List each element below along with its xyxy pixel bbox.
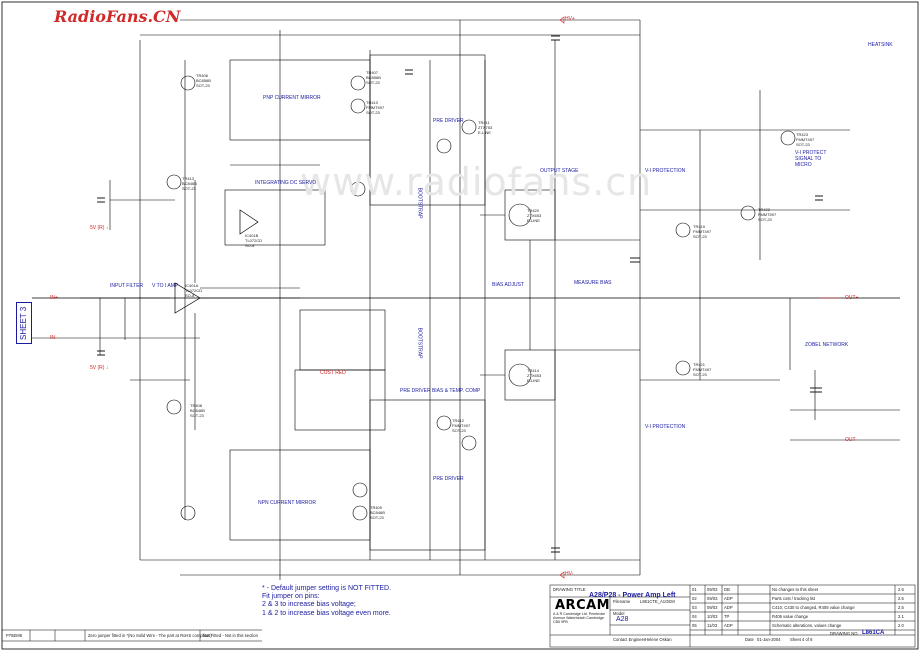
label-pnp-current-mirror: PNP CURRENT MIRROR: [263, 95, 321, 101]
sheet-value: 4 of 8: [802, 637, 813, 642]
rev-1-date: 09/03: [707, 596, 718, 601]
note-line-4: 1 & 2 to increase bias voltage even more…: [262, 609, 391, 617]
rev-4-desc: Schematic alterations, values change: [772, 623, 842, 628]
drawing-no-label: DRAWING NO.: [830, 631, 859, 636]
footer-note-2: Not Fitted - Not in this section: [203, 633, 258, 638]
tr408-label: TR408 BC846B SOT-23: [190, 403, 205, 418]
rev-2-ecn: 2.5: [898, 605, 904, 610]
tr411-label: TR411 ZTX753 E-LINE: [478, 120, 493, 135]
tr419-label: TR419 FMMT497 SOT-23: [693, 224, 712, 239]
rev-4-ecn: 2.0: [898, 623, 904, 628]
rev-1-desc: Parts cost / tracking list: [772, 596, 816, 601]
rail-5v-left-bottom: 5V (R) ↓: [90, 365, 109, 371]
rev-0-date: 09/03: [707, 587, 718, 592]
center-watermark: www.radiofans.cn: [300, 160, 653, 204]
date-label: Date: [745, 637, 754, 642]
filename-label: Filename: [613, 599, 631, 604]
company-address: A & R Cambridge Ltd. Pembroke Avenue Wat…: [553, 612, 606, 625]
label-measure-bias: MEASURE BIAS: [574, 280, 612, 286]
footer-note: Zero jumper fitted in *(No Solid Wire - …: [88, 633, 212, 638]
rev-2-rev: 03: [692, 605, 697, 610]
rev-1-rev: 02: [692, 596, 697, 601]
ic401b-label: IC401B TL072CD SO-8: [245, 233, 263, 248]
label-input-filter: INPUT FILTER: [110, 283, 144, 289]
watermark-logo: RadioFans.CN: [54, 7, 181, 26]
date-value: 01-Jan-2004: [757, 637, 781, 642]
sheet-label: Sheet: [790, 637, 801, 642]
label-v-to-i-amp: V TO I AMP: [152, 283, 179, 289]
footer-left: P78EM6: [6, 633, 23, 638]
tr422-label: TR422 FMMT597 SOT-23: [758, 207, 777, 222]
rev-4-rev: 05: [692, 623, 697, 628]
contact-label: Contact Engineer: [613, 637, 646, 642]
tr420-label: TR420 ZTX653 E-LINE: [527, 208, 542, 223]
rev-3-desc: R406 value change: [772, 614, 809, 619]
tr414-label: TR414 ZTX653 E-LINE: [527, 368, 542, 383]
rev-3-rev: 04: [692, 614, 697, 619]
ic401a-label: IC401A TL072CD SO-8: [185, 283, 203, 298]
drawing-title-label: DRAWING TITLE: [553, 587, 586, 592]
filename-value: L861CTE_A1GEM: [640, 599, 675, 604]
rail-out-minus: OUT-: [845, 437, 857, 443]
label-output-stage: OUTPUT STAGE: [540, 168, 579, 174]
rev-2-by: ADP: [724, 605, 733, 610]
rail-hv-plus: HV+: [565, 16, 575, 22]
label-vi-protection-top: V-I PROTECTION: [645, 168, 686, 174]
tr421-label: TR421 FMMT497 SOT-23: [693, 362, 712, 377]
tr412-label: TR412 FMMT497 SOT-23: [452, 418, 471, 433]
label-cost-red: COST RED: [320, 370, 346, 376]
label-vi-protection-bottom: V-I PROTECTION: [645, 424, 686, 430]
rev-1-ecn: 2.5: [898, 596, 904, 601]
rev-2-desc: C410, C430 to changed, R408 value change: [772, 605, 855, 610]
model-value: A28: [616, 616, 629, 623]
label-pre-driver-bottom: PRE DRIVER: [433, 476, 464, 482]
rev-0-rev: 01: [692, 587, 697, 592]
drawing-title: A28/P28 - Power Amp Left: [589, 592, 676, 599]
rev-1-by: ADP: [724, 596, 733, 601]
rev-3-by: TP: [724, 614, 730, 619]
tr413-label: TR413 BC846B SOT-23: [182, 176, 197, 191]
rev-3-ecn: 2.1: [898, 614, 904, 619]
tr407-label: TR407 BC856B SOT-23: [366, 70, 381, 85]
label-npn-current-mirror: NPN CURRENT MIRROR: [258, 500, 316, 506]
rail-in-plus: IN+: [50, 295, 58, 301]
label-pre-driver-top: PRE DRIVER: [433, 118, 464, 124]
tr410-label: TR410 FMMT597 SOT-23: [366, 100, 385, 115]
note-line-1: * - Default jumper setting is NOT FITTED…: [262, 585, 392, 592]
rail-5v-left: 5V (R) ↓: [90, 225, 109, 231]
rev-3-date: 10/03: [707, 614, 718, 619]
label-zobel-network: ZOBEL NETWORK: [805, 342, 849, 348]
label-heatsink: HEATSINK: [868, 42, 893, 48]
rail-hv-minus: HV-: [565, 571, 574, 577]
label-integrating-dc-servo: INTEGRATING DC SERVO: [255, 180, 317, 186]
model-label: Model: [613, 611, 625, 616]
rev-0-ecn: 2.5: [898, 587, 904, 592]
rev-0-by: DB: [724, 587, 730, 592]
rev-0-desc: No changes to this sheet: [772, 587, 819, 592]
label-vi-protect-micro: V-I PROTECT SIGNAL TO MICRO: [795, 150, 827, 168]
rail-out-plus: OUT+: [845, 295, 859, 301]
tr409-label: TR409 BC846B SOT-23: [370, 505, 385, 520]
tr406-label: TR406 BC856B SOT-23: [196, 73, 211, 88]
note-line-2: Fit jumper on pins:: [262, 593, 320, 601]
company-logo: ARCAM: [555, 598, 611, 613]
rail-in-minus: IN-: [50, 335, 57, 341]
label-bias-adjust: BIAS ADJUST: [492, 282, 524, 288]
drawing-no-value: L861CA: [862, 630, 885, 636]
tr423-label: TR423 FMMT497 SOT-23: [796, 132, 815, 147]
rev-4-date: 11/03: [707, 623, 718, 628]
jumper-note: * - Default jumper setting is NOT FITTED…: [262, 585, 391, 618]
note-line-3: 2 & 3 to increase bias voltage;: [262, 601, 356, 609]
contact-value: Helene Oskan: [645, 637, 672, 642]
rev-4-by: ADP: [724, 623, 733, 628]
rev-2-date: 09/03: [707, 605, 718, 610]
label-pre-driver-bias: PRE DRIVER BIAS & TEMP. COMP: [400, 388, 481, 394]
